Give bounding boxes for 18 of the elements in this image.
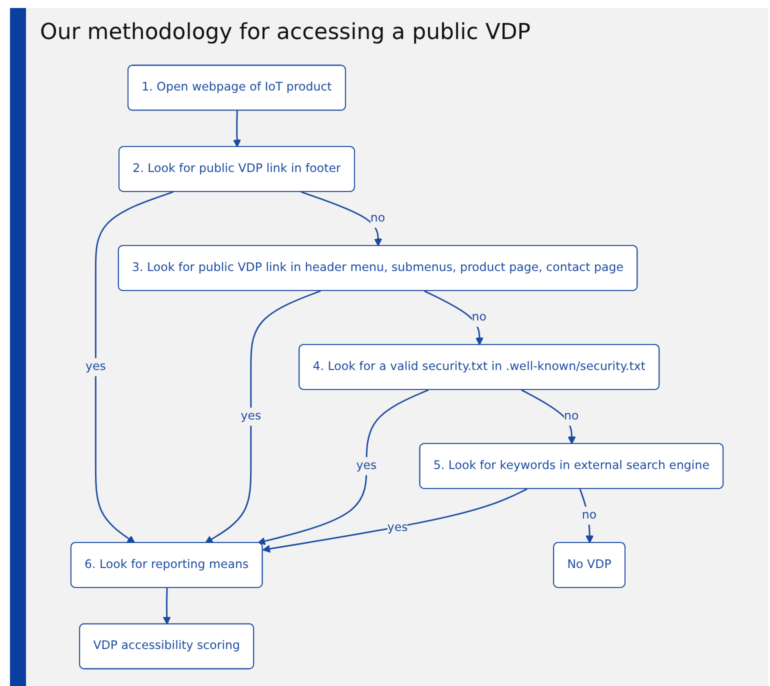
arrow: [204, 290, 321, 544]
arrow: [94, 191, 174, 544]
arrow: [233, 110, 241, 148]
edge-label: yes: [85, 360, 106, 374]
arrow: [301, 191, 382, 246]
edge-label: no: [370, 211, 386, 226]
edge-label: yes: [240, 409, 262, 424]
arrow: [521, 389, 576, 444]
arrow: [262, 488, 528, 553]
arrow: [257, 389, 429, 546]
arrow: [424, 290, 484, 346]
edge-label: no: [582, 508, 597, 522]
edge-label: no: [564, 409, 579, 424]
arrow: [162, 588, 171, 625]
edge-label: yes: [356, 458, 377, 473]
edge-label: no: [472, 310, 486, 324]
title: Our methodology for accessing a public VDP: [40, 20, 531, 45]
edge-label: yes: [387, 520, 408, 534]
